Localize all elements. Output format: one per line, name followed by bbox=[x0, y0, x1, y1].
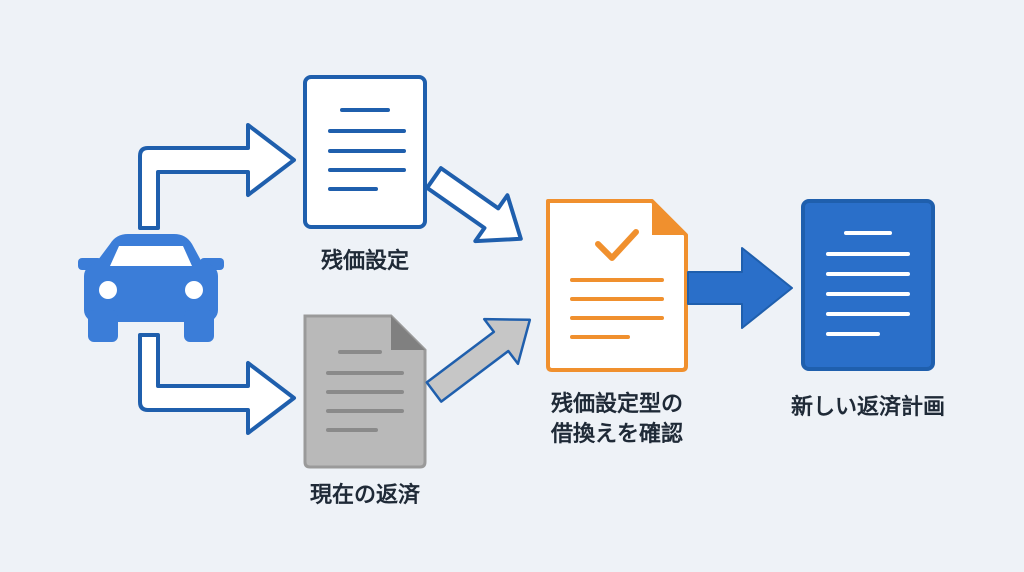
car-icon bbox=[78, 234, 224, 342]
document-check-icon bbox=[546, 199, 688, 372]
document-icon bbox=[303, 75, 427, 229]
arrow-car-to-residual bbox=[138, 123, 296, 230]
arrow-residual-to-refinance bbox=[425, 166, 523, 244]
new-plan-label: 新しい返済計画 bbox=[791, 394, 945, 420]
arrow-current-to-refinance bbox=[425, 317, 532, 403]
document-icon bbox=[801, 199, 935, 371]
current-repayment-label: 現在の返済 bbox=[310, 482, 421, 508]
arrow-car-to-current bbox=[138, 333, 296, 435]
arrow-refinance-to-new-plan bbox=[687, 247, 793, 329]
residual-value-label: 残価設定 bbox=[321, 248, 409, 274]
refinance-label-line1: 残価設定型の bbox=[551, 391, 683, 417]
document-icon bbox=[303, 314, 427, 469]
refinance-label-line2: 借換えを確認 bbox=[550, 421, 683, 447]
